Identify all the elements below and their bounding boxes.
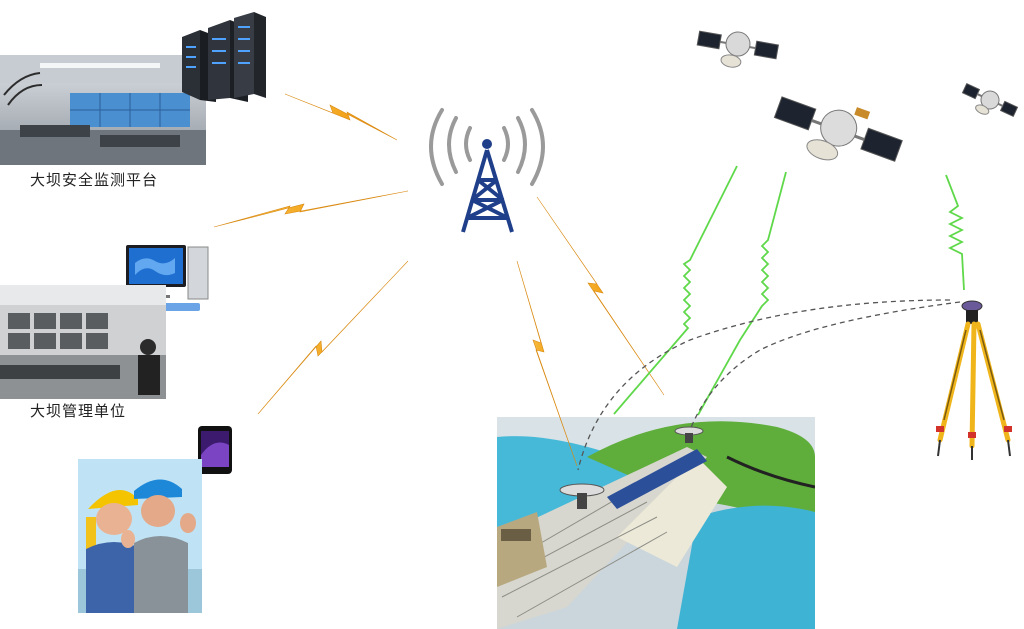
smartphone-icon xyxy=(194,425,238,475)
gnss-receiver-icon xyxy=(936,300,1012,460)
satellite-icon xyxy=(773,96,903,162)
baseline-link-line xyxy=(689,301,961,431)
server-rack-icon xyxy=(178,12,268,104)
management-room-image xyxy=(0,285,166,399)
lightning-bolt-icon xyxy=(257,260,409,415)
workers-image xyxy=(78,459,202,613)
workstation-icon xyxy=(120,243,212,315)
baseline-link-line xyxy=(577,299,951,471)
monitoring-platform-label: 大坝安全监测平台 xyxy=(30,171,159,189)
lightning-bolt-icon xyxy=(536,196,665,396)
signal-tower-icon xyxy=(429,108,545,233)
gnss-signal-line xyxy=(697,171,787,416)
satellite-icon xyxy=(696,30,780,68)
lightning-bolt-icon xyxy=(516,260,578,467)
lightning-bolt-icon xyxy=(284,93,398,141)
satellite-icon xyxy=(961,82,1019,118)
dam-scene-image xyxy=(497,417,815,629)
management-unit-label: 大坝管理单位 xyxy=(30,402,127,420)
gnss-signal-line xyxy=(613,165,738,415)
control-room-image xyxy=(0,55,206,165)
gnss-signal-line xyxy=(945,174,965,291)
lightning-bolt-icon xyxy=(213,190,409,228)
